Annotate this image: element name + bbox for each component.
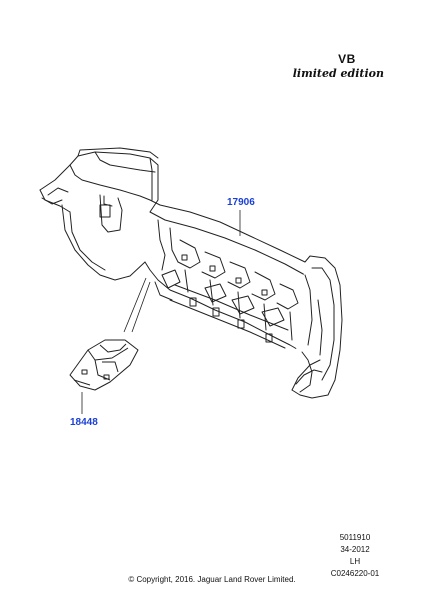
bracket-part: [69, 339, 139, 391]
title-block: VB limited edition: [293, 52, 384, 80]
callout-18448[interactable]: 18448: [70, 417, 98, 428]
drawing-id: 5011910: [339, 533, 371, 542]
copyright-footer: © Copyright, 2016. Jaguar Land Rover Lim…: [128, 575, 296, 584]
bumper-left-end: [39, 147, 159, 281]
view-line-right: [131, 281, 151, 333]
drawing-meta: 5011910 34-2012 LH C0246220-01: [320, 532, 390, 580]
leader-lines: [81, 210, 241, 414]
view-line-left: [123, 277, 147, 333]
side-code: LH: [349, 557, 361, 566]
model-code: VB: [338, 52, 356, 66]
bumper-right-end: [291, 255, 343, 399]
bumper-main-body: [144, 199, 313, 353]
edition-label: limited edition: [292, 67, 384, 80]
reference-code: C0246220-01: [330, 569, 380, 578]
callout-17906[interactable]: 17906: [227, 197, 255, 208]
date-code: 34-2012: [340, 545, 370, 554]
